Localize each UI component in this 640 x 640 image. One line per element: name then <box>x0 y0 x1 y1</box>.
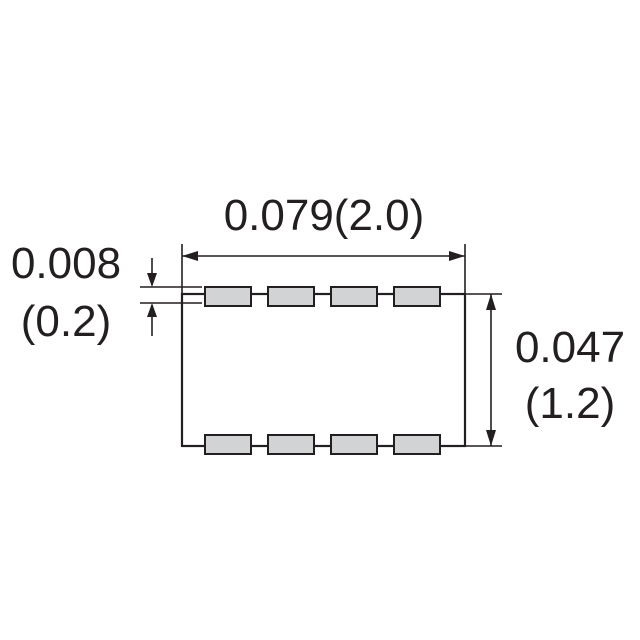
top-pad-2 <box>267 286 315 307</box>
top-pad-3 <box>330 286 378 307</box>
width-label: 0.079(2.0) <box>224 191 425 240</box>
bottom-pad-1 <box>204 434 252 455</box>
pads-group <box>204 286 441 455</box>
bottom-pad-3 <box>330 434 378 455</box>
top-pad-4 <box>393 286 441 307</box>
component-body-outline <box>180 292 467 448</box>
pad-height-mm-label: (0.2) <box>21 297 111 346</box>
width-dimension: 0.079(2.0) <box>181 191 466 296</box>
height-dimension: 0.047 (1.2) <box>465 293 625 447</box>
bottom-pad-2 <box>267 434 315 455</box>
width-arrow-right <box>449 251 465 261</box>
height-arrow-bottom <box>486 430 496 446</box>
height-mm-label: (1.2) <box>525 379 615 428</box>
pad-arrow-bottom <box>147 303 157 317</box>
pad-arrow-top <box>147 273 157 287</box>
top-pad-1 <box>204 286 252 307</box>
height-inch-label: 0.047 <box>515 323 625 372</box>
pad-height-dimension: 0.008 (0.2) <box>11 239 202 346</box>
bottom-pad-4 <box>393 434 441 455</box>
width-arrow-left <box>182 251 198 261</box>
pad-height-inch-label: 0.008 <box>11 239 121 288</box>
height-arrow-top <box>486 294 496 310</box>
